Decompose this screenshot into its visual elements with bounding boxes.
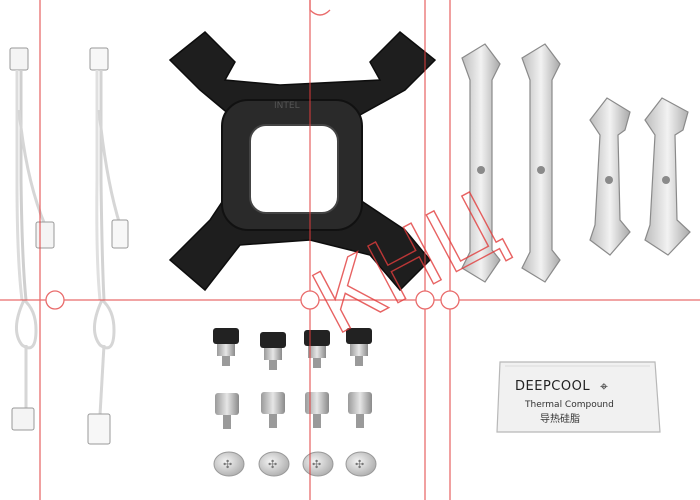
fan-splitter-cable-1 — [9, 47, 55, 431]
standoff-row-black — [213, 328, 372, 370]
mounting-bar-1 — [461, 43, 501, 283]
svg-text:✣: ✣ — [223, 458, 232, 471]
screw-row-silver — [215, 392, 372, 429]
standoff — [260, 332, 286, 370]
connector-plug — [11, 407, 35, 431]
thumb-screw — [305, 392, 329, 428]
intel-backplate: INTEL — [168, 30, 437, 292]
thermal-compound-sachet: DEEPCOOL ⌖ Thermal Compound 导热硅脂 — [496, 361, 661, 433]
washer: ✣ — [213, 451, 245, 477]
backplate-engraving: INTEL — [274, 101, 300, 111]
fan-splitter-cable-2 — [87, 47, 129, 445]
connector-plug — [89, 47, 109, 71]
svg-text:✣: ✣ — [268, 458, 277, 471]
backplate-center-opening — [249, 124, 339, 214]
connector-plug — [111, 219, 129, 249]
standoff — [213, 328, 239, 366]
connector-plug — [87, 413, 111, 445]
sachet-brand: DEEPCOOL — [515, 379, 590, 394]
mounting-bar-2 — [521, 43, 561, 283]
thumb-screw — [261, 392, 285, 428]
washer: ✣ — [302, 451, 334, 477]
sachet-label: Thermal Compound — [524, 400, 614, 410]
amd-bracket-1 — [589, 97, 631, 256]
svg-text:✣: ✣ — [312, 458, 321, 471]
sachet-label-cn: 导热硅脂 — [540, 412, 580, 425]
washer: ✣ — [258, 451, 290, 477]
connector-plug — [35, 221, 55, 249]
connector-plug — [9, 47, 29, 71]
thumb-screw — [348, 392, 372, 428]
amd-bracket-2 — [644, 97, 691, 256]
thumb-screw — [215, 393, 239, 429]
washer: ✣ — [345, 451, 377, 477]
svg-text:✣: ✣ — [355, 458, 364, 471]
standoff — [346, 328, 372, 366]
standoff — [304, 330, 330, 368]
deepcool-logo-icon: ⌖ — [600, 379, 608, 395]
washer-row: ✣ ✣ ✣ ✣ — [213, 451, 377, 477]
